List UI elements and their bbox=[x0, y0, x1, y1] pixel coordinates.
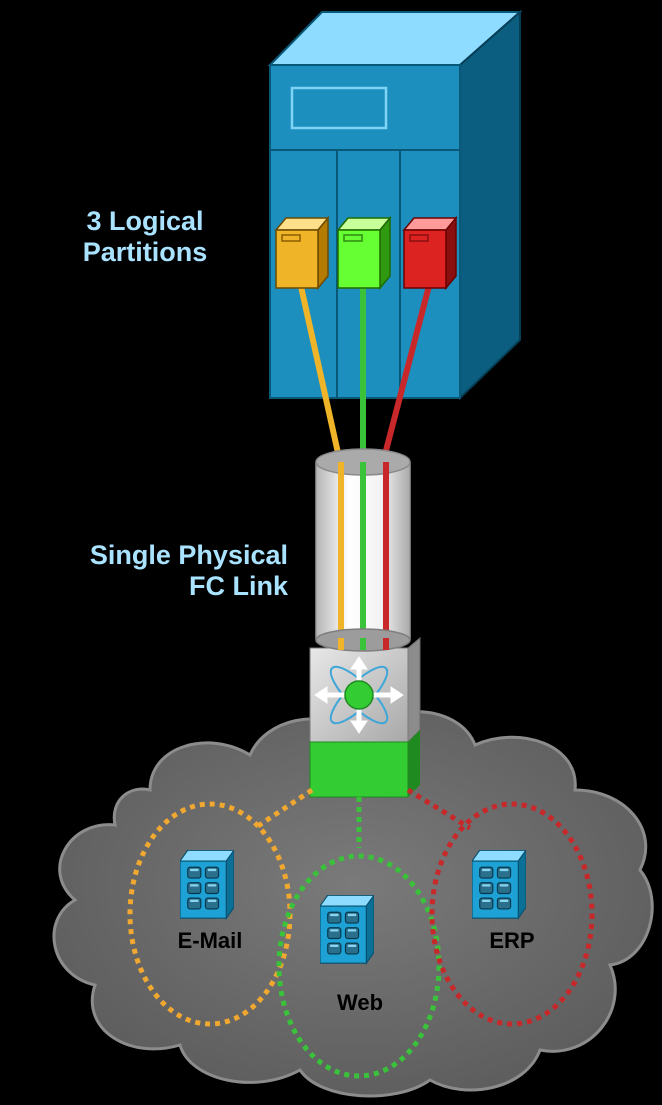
partitions-label-line2: Partitions bbox=[82, 237, 208, 267]
partition-red bbox=[402, 215, 458, 291]
vsan-link-red bbox=[406, 787, 472, 831]
vsan-links bbox=[253, 787, 472, 848]
partitions-label-line1: 3 Logical bbox=[86, 206, 204, 236]
fc-link-label: Single Physical FC Link bbox=[10, 540, 288, 602]
fabric-switch bbox=[309, 628, 421, 798]
app-label-web: Web bbox=[336, 990, 384, 1015]
strand-yellow bbox=[297, 281, 343, 463]
partitions-label: 3 Logical Partitions bbox=[50, 206, 240, 268]
app-label-email: E-Mail bbox=[177, 928, 243, 953]
partition-green bbox=[336, 215, 392, 291]
strand-red bbox=[380, 281, 433, 463]
partition-yellow bbox=[274, 215, 330, 291]
vsan-ring-web bbox=[276, 853, 442, 1079]
storage-icon-web bbox=[320, 895, 374, 964]
storage-icon-erp bbox=[472, 850, 526, 919]
fc-link-tube bbox=[315, 448, 411, 642]
server-chassis bbox=[267, 9, 523, 401]
vsan-link-yellow bbox=[253, 787, 314, 831]
fibre-strands-upper bbox=[297, 281, 433, 463]
storage-icon-email bbox=[180, 850, 234, 919]
fc-link-label-line2: FC Link bbox=[189, 571, 288, 601]
app-label-erp: ERP bbox=[489, 928, 535, 953]
vsan-ring-erp bbox=[429, 801, 595, 1027]
fc-link-label-line1: Single Physical bbox=[89, 540, 288, 570]
